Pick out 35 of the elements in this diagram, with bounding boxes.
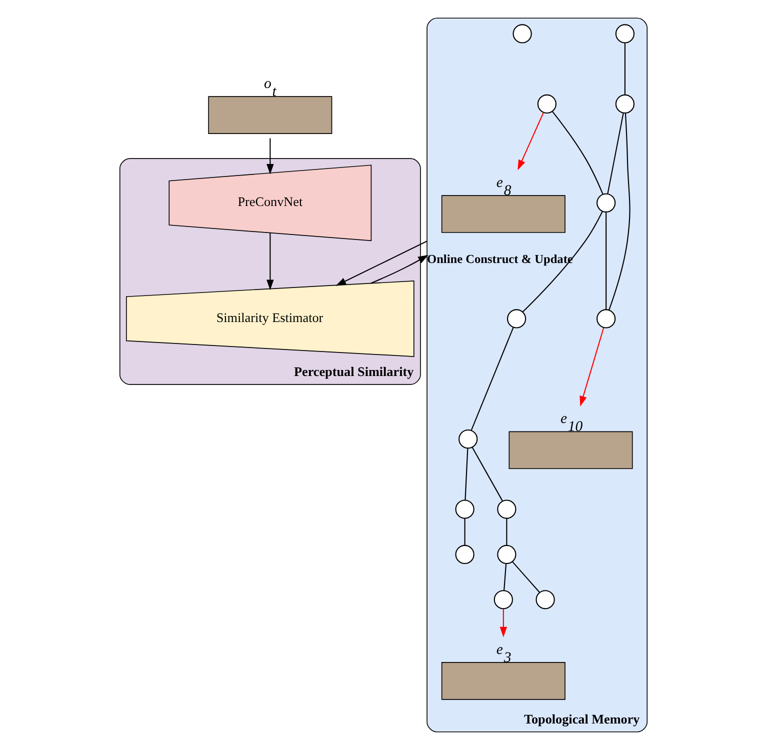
node-circle: [535, 590, 554, 610]
connector: [503, 564, 506, 590]
arrow: [266, 232, 274, 290]
node-circle: [496, 544, 516, 564]
node-circle: [454, 500, 474, 519]
node-circle: [506, 309, 526, 328]
node-circle: [493, 590, 512, 610]
arrow: [370, 254, 428, 284]
connector: [512, 561, 540, 593]
connector: [464, 518, 465, 546]
node-circle: [596, 193, 616, 212]
node-circle: [614, 94, 634, 114]
connector: [624, 42, 625, 95]
connector: [606, 112, 624, 194]
connector: [464, 448, 468, 500]
edge-label: Online Construct & Update: [426, 252, 572, 266]
connector: [471, 446, 503, 502]
arrow: [266, 138, 274, 174]
node-circle: [496, 500, 516, 519]
arrow: [517, 112, 544, 170]
connector: [551, 111, 603, 194]
node-circle: [596, 309, 616, 328]
connector: [608, 113, 630, 310]
node-circle: [614, 24, 634, 44]
connector: [605, 212, 606, 310]
node-circle: [454, 544, 474, 564]
connector: [470, 327, 514, 431]
connector: [506, 518, 507, 546]
connector: [522, 211, 602, 312]
arrow: [499, 608, 507, 638]
node-circle: [512, 24, 532, 44]
node-circle: [536, 94, 556, 114]
arrow: [335, 240, 427, 286]
arrow: [579, 328, 604, 406]
node-circle: [458, 430, 478, 449]
